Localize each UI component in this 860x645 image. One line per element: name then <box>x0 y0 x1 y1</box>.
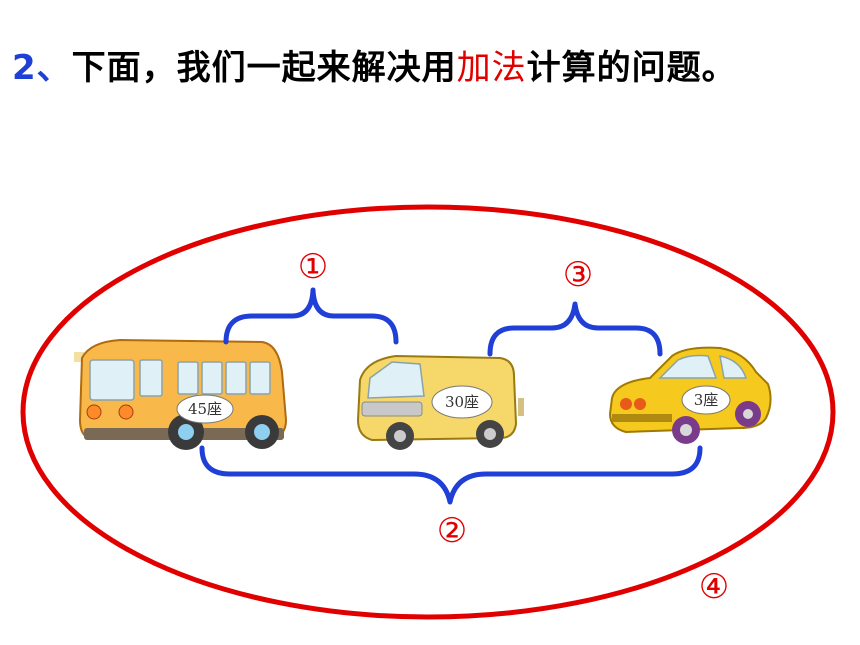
title-separator: 、 <box>36 48 72 88</box>
bus-seat-label: 45座 <box>188 400 222 418</box>
bus-illustration: 45座 <box>74 338 288 450</box>
van-seat-label: 30座 <box>445 393 479 411</box>
title-number: 2 <box>12 48 37 88</box>
title-text-after: 计算的问题。 <box>526 48 737 88</box>
marker-4: ④ <box>699 567 729 607</box>
marker-1: ① <box>298 247 328 287</box>
marker-3: ③ <box>563 255 593 295</box>
brace-van-car <box>487 301 663 357</box>
title-text-before: 下面，我们一起来解决用 <box>71 48 457 88</box>
brace-bus-van <box>223 287 399 345</box>
page-title: 2、下面，我们一起来解决用加法计算的问题。 <box>12 40 737 89</box>
brace-bus-car <box>199 445 703 505</box>
car-seat-label: 3座 <box>694 391 719 409</box>
van-illustration: 30座 <box>356 354 524 450</box>
car-illustration: 3座 <box>608 346 772 444</box>
grouping-ellipse <box>20 204 836 620</box>
marker-2: ② <box>437 511 467 551</box>
title-highlight: 加法 <box>456 48 527 88</box>
